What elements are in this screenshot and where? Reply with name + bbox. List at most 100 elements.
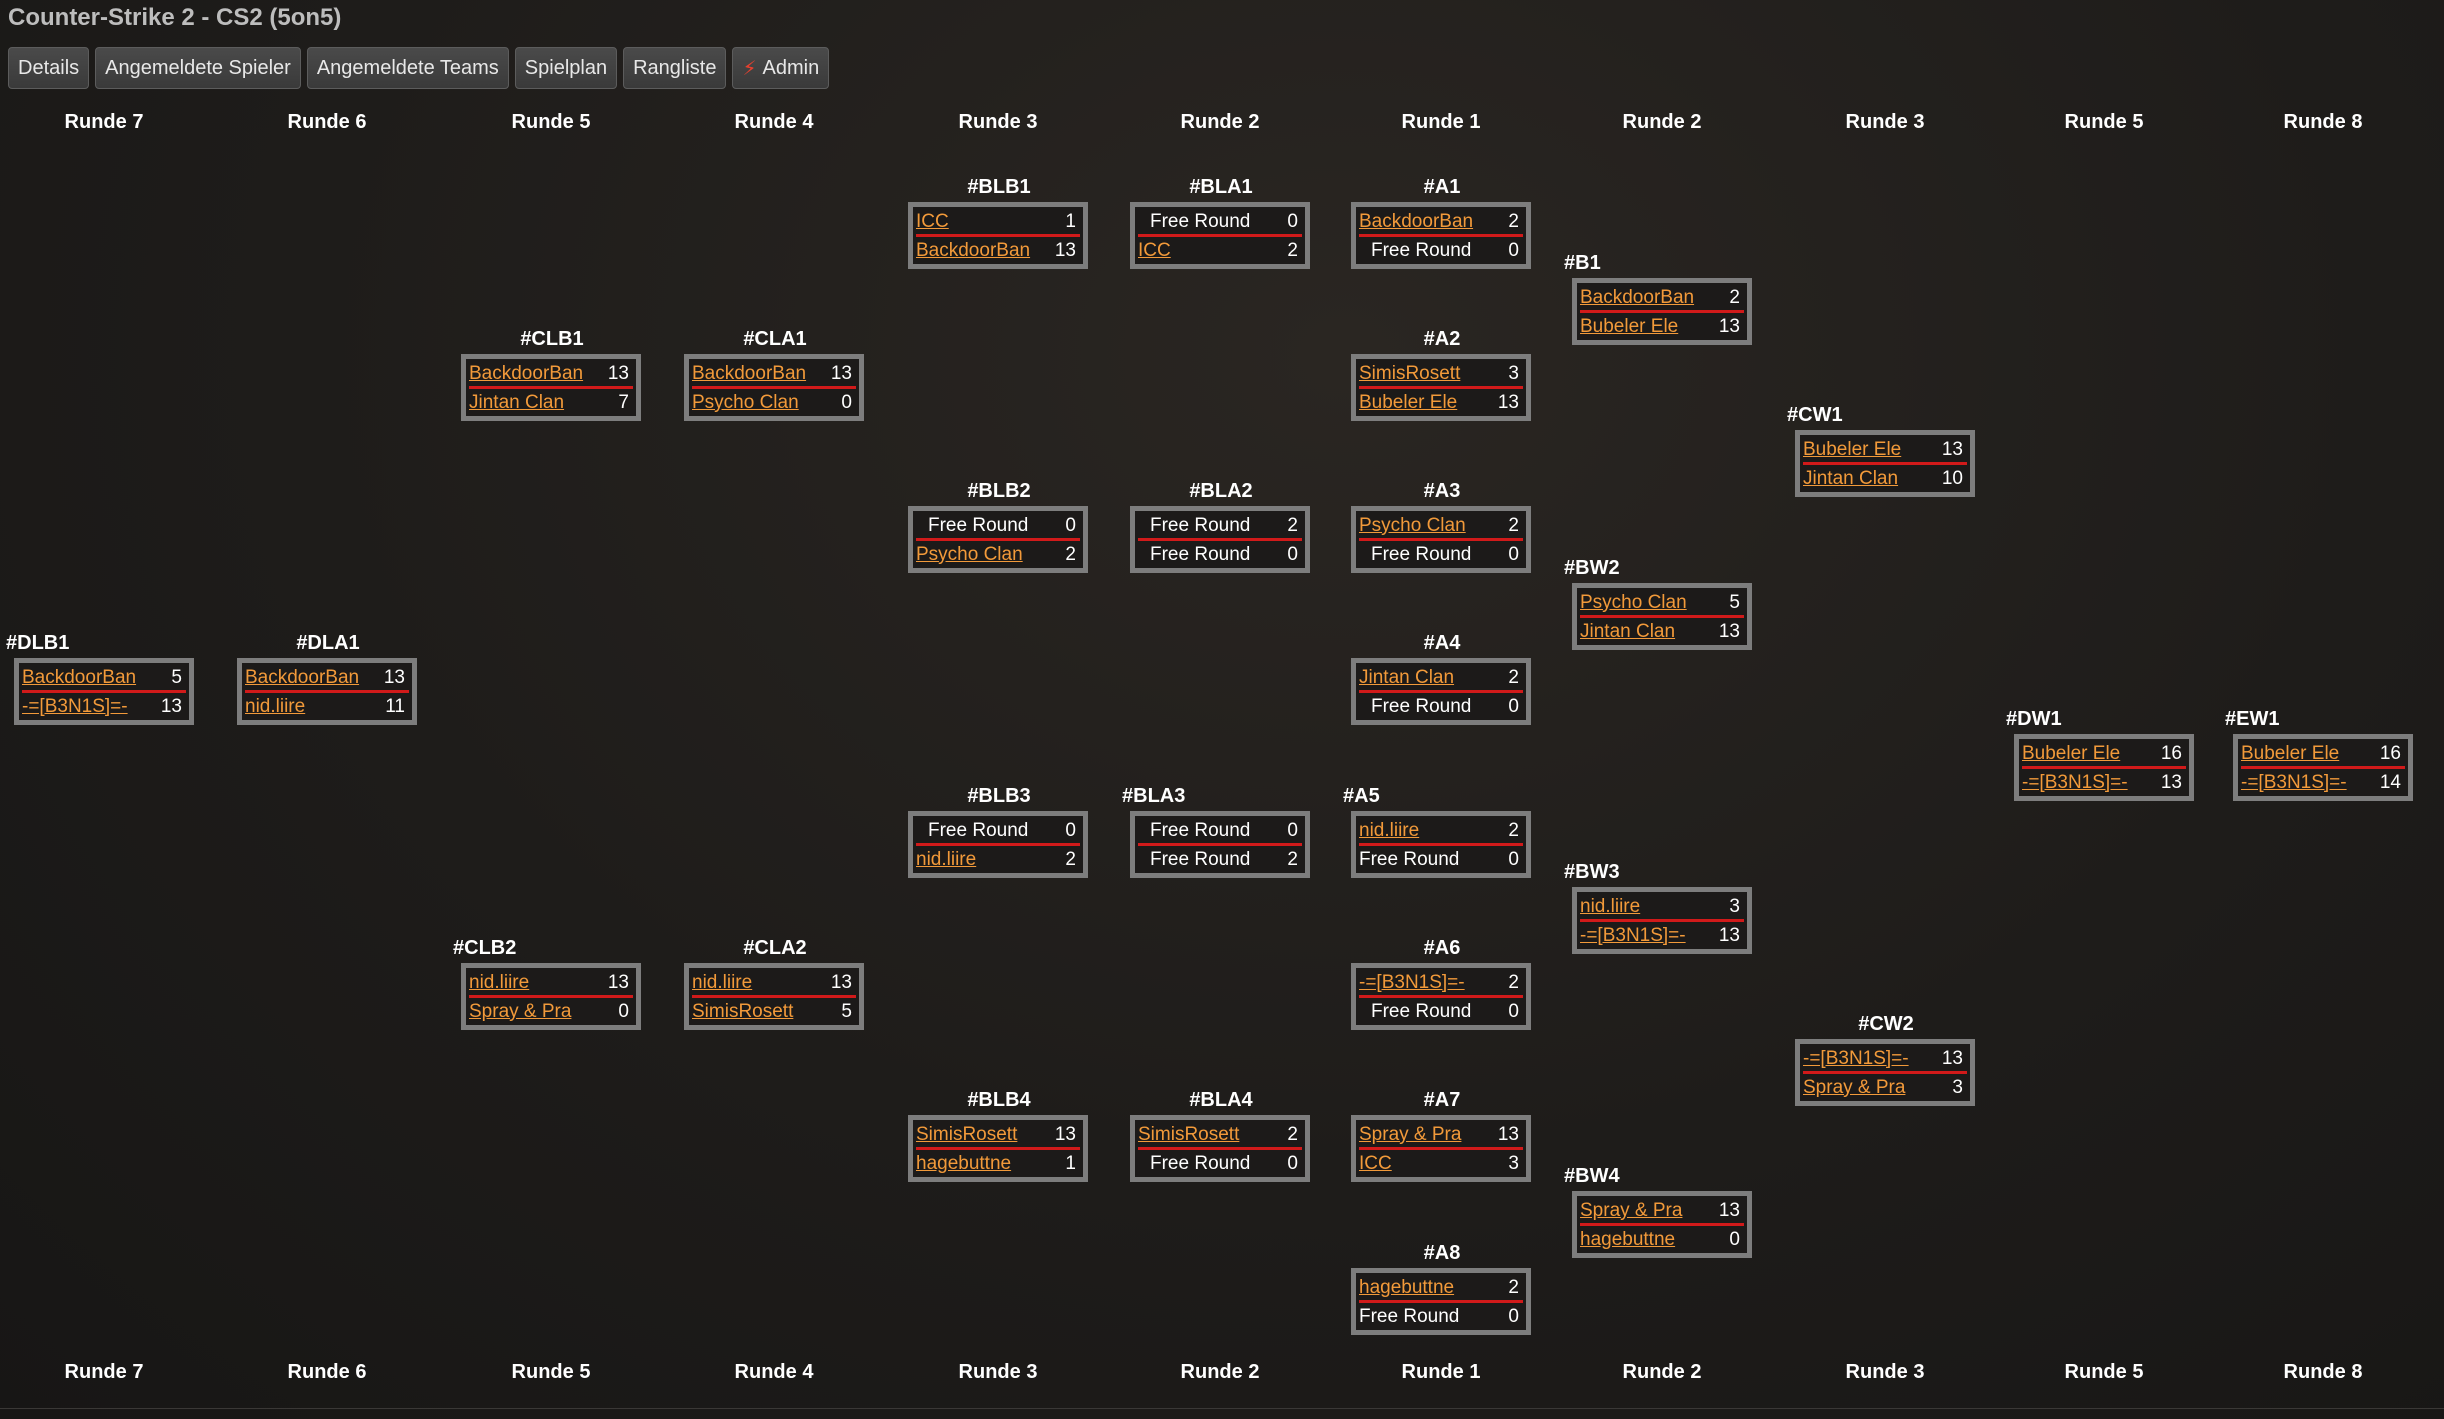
- team-link[interactable]: BackdoorBan: [469, 362, 584, 384]
- team-link[interactable]: SimisRosett: [916, 1123, 1018, 1145]
- team-link[interactable]: Psycho Clan: [1580, 591, 1687, 613]
- team-link[interactable]: Jintan Clan: [1359, 666, 1455, 688]
- team-score: 0: [1287, 819, 1298, 841]
- match-id: #CW2: [1858, 1013, 1914, 1035]
- team-link[interactable]: ICC: [1359, 1152, 1392, 1174]
- details-button-label: Details: [18, 56, 80, 79]
- team-link[interactable]: Psycho Clan: [916, 543, 1023, 565]
- registered-teams-button-label: Angemeldete Teams: [316, 56, 499, 79]
- team-link[interactable]: BackdoorBan: [916, 239, 1031, 261]
- team-link[interactable]: ICC: [916, 210, 949, 232]
- team-link[interactable]: Jintan Clan: [1580, 620, 1676, 642]
- team-link[interactable]: BackdoorBan: [1359, 210, 1474, 232]
- team-link[interactable]: hagebuttne: [1359, 1276, 1455, 1298]
- team-score: 13: [1497, 391, 1519, 413]
- team-link[interactable]: -=[B3N1S]=-: [1803, 1047, 1909, 1069]
- team-slot: -=[B3N1S]=-13: [22, 694, 186, 719]
- team-score: 0: [618, 1000, 629, 1022]
- team-link[interactable]: nid.liire: [916, 848, 977, 870]
- bottom-divider: [0, 1408, 2444, 1409]
- team-score: 0: [1287, 1152, 1298, 1174]
- team-score: 2: [1508, 971, 1519, 993]
- team-link[interactable]: hagebuttne: [916, 1152, 1012, 1174]
- team-link[interactable]: Bubeler Ele: [1359, 391, 1458, 413]
- match-id: #DLA1: [296, 632, 360, 654]
- team-link[interactable]: SimisRosett: [692, 1000, 794, 1022]
- team-link[interactable]: BackdoorBan: [692, 362, 807, 384]
- team-link[interactable]: Bubeler Ele: [1580, 315, 1679, 337]
- team-link[interactable]: nid.liire: [1580, 895, 1641, 917]
- ranking-button[interactable]: Rangliste: [623, 47, 727, 89]
- team-link[interactable]: Psycho Clan: [1359, 514, 1466, 536]
- team-link[interactable]: Spray & Pra: [1359, 1123, 1462, 1145]
- team-link[interactable]: -=[B3N1S]=-: [1580, 924, 1686, 946]
- registered-teams-button[interactable]: Angemeldete Teams: [306, 47, 509, 89]
- team-link[interactable]: SimisRosett: [1359, 362, 1461, 384]
- round-label: Runde 3: [1845, 1361, 1925, 1383]
- team-score: 14: [2379, 771, 2401, 793]
- registered-players-button-label: Angemeldete Spieler: [105, 56, 291, 79]
- free-round-label: Free Round: [1150, 848, 1251, 870]
- team-link[interactable]: -=[B3N1S]=-: [2241, 771, 2347, 793]
- registered-players-button[interactable]: Angemeldete Spieler: [95, 47, 301, 89]
- match-id: #BLB2: [967, 480, 1031, 502]
- team-link[interactable]: Spray & Pra: [1580, 1199, 1683, 1221]
- team-link[interactable]: -=[B3N1S]=-: [1359, 971, 1465, 993]
- team-link[interactable]: BackdoorBan: [245, 666, 360, 688]
- round-label: Runde 3: [1845, 111, 1925, 133]
- team-score: 13: [1718, 315, 1740, 337]
- round-label: Runde 6: [287, 1361, 367, 1383]
- team-link[interactable]: nid.liire: [1359, 819, 1420, 841]
- admin-button[interactable]: ⚡Admin: [732, 47, 830, 89]
- team-link[interactable]: Spray & Pra: [1803, 1076, 1906, 1098]
- team-link[interactable]: -=[B3N1S]=-: [2022, 771, 2128, 793]
- match-id: #A2: [1423, 328, 1461, 350]
- team-link[interactable]: Bubeler Ele: [2241, 742, 2340, 764]
- team-link[interactable]: nid.liire: [469, 971, 530, 993]
- schedule-button[interactable]: Spielplan: [514, 47, 618, 89]
- team-link[interactable]: Bubeler Ele: [2022, 742, 2121, 764]
- team-link[interactable]: BackdoorBan: [22, 666, 137, 688]
- team-link[interactable]: nid.liire: [692, 971, 753, 993]
- team-score: 0: [1065, 819, 1076, 841]
- team-link[interactable]: Spray & Pra: [469, 1000, 572, 1022]
- team-link[interactable]: BackdoorBan: [1580, 286, 1695, 308]
- round-label: Runde 4: [734, 1361, 814, 1383]
- team-link[interactable]: Jintan Clan: [469, 391, 565, 413]
- team-score: 0: [1508, 1305, 1519, 1327]
- team-link[interactable]: Jintan Clan: [1803, 467, 1899, 489]
- match-id: #DW1: [2006, 708, 2062, 730]
- team-link[interactable]: Bubeler Ele: [1803, 438, 1902, 460]
- team-score: 3: [1952, 1076, 1963, 1098]
- team-link[interactable]: SimisRosett: [1138, 1123, 1240, 1145]
- team-link[interactable]: Psycho Clan: [692, 391, 799, 413]
- team-link[interactable]: -=[B3N1S]=-: [22, 695, 128, 717]
- details-button[interactable]: Details: [8, 47, 90, 89]
- team-link[interactable]: nid.liire: [245, 695, 306, 717]
- team-score: 13: [830, 362, 852, 384]
- team-link[interactable]: ICC: [1138, 239, 1171, 261]
- round-label: Runde 5: [511, 1361, 591, 1383]
- team-link[interactable]: hagebuttne: [1580, 1228, 1676, 1250]
- match-id: #EW1: [2225, 708, 2280, 730]
